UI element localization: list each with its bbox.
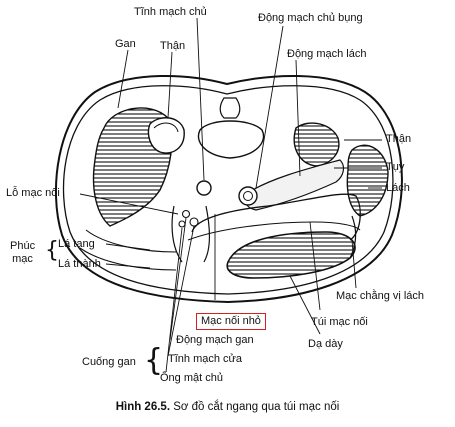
label-peritoneum: Phúc mạc	[10, 240, 36, 265]
label-pancreas: Tụy	[386, 161, 405, 173]
label-right-kidney: Thận	[386, 133, 412, 145]
caption-number: Hình 26.5.	[115, 401, 171, 413]
label-omental-bursa: Túi mạc nối	[311, 316, 368, 328]
hepatic-pedicle-brace: {	[144, 343, 164, 378]
peritoneum-brace: {	[45, 238, 59, 263]
label-lesser-omentum: Mạc nối nhỏ	[196, 313, 266, 330]
label-hepatic-artery: Động mạch gan	[176, 334, 254, 346]
vena-cava	[196, 180, 212, 196]
figure-caption: Hình 26.5. Sơ đồ cắt ngang qua túi mạc n…	[0, 401, 455, 413]
label-left-kidney: Thận	[160, 40, 186, 52]
label-common-bile-duct: Ống mật chủ	[160, 372, 223, 384]
label-hepatic-pedicle: Cuống gan	[82, 356, 136, 368]
body-wall-outer	[54, 74, 403, 304]
body-wall-inner	[62, 85, 394, 295]
vertebra	[219, 97, 241, 119]
label-liver: Gan	[115, 38, 136, 50]
visceral-peritoneum	[85, 229, 177, 253]
abdominal-aorta	[238, 186, 258, 206]
label-portal-vein: Tĩnh mạch cửa	[168, 353, 243, 365]
parietal-peritoneum	[79, 247, 177, 271]
gastrosplenic-ligament	[349, 215, 357, 259]
label-gastrosplenic-ligament: Mạc chằng vị lách	[336, 290, 425, 302]
portal-vein	[189, 217, 199, 227]
hepatic-artery	[181, 209, 191, 219]
label-epiploic-foramen: Lỗ mạc nối	[6, 187, 60, 199]
label-stomach: Dạ dày	[308, 338, 343, 350]
label-abdominal-aorta: Động mạch chủ bụng	[258, 12, 363, 24]
label-splenic-artery: Động mạch lách	[287, 48, 367, 60]
caption-text: Sơ đồ cắt ngang qua túi mạc nối	[173, 401, 340, 413]
label-spleen: Lách	[386, 182, 410, 194]
spleen	[346, 144, 389, 217]
stomach	[226, 231, 356, 279]
leader-lines	[79, 17, 382, 373]
right-kidney	[293, 122, 340, 167]
common-bile-duct	[178, 220, 186, 228]
label-parietal-peritoneum: Lá thành	[58, 258, 101, 270]
label-vena-cava: Tĩnh mạch chủ	[134, 6, 207, 18]
label-visceral-peritoneum: Lá tạng	[58, 238, 95, 250]
